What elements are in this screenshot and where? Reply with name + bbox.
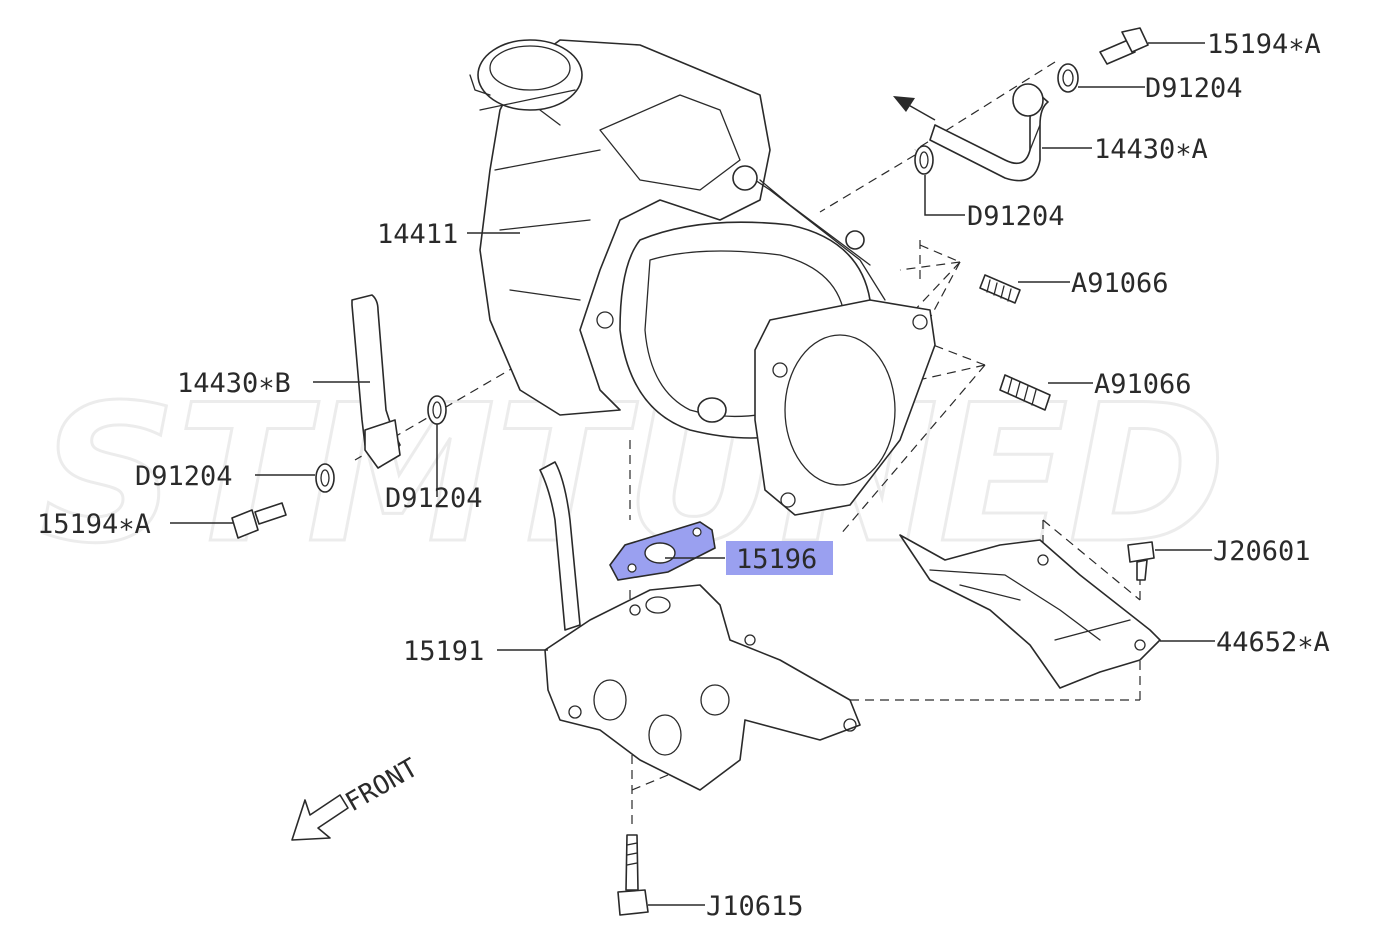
heat-shield-44652a[interactable] xyxy=(899,534,1161,689)
stud-a91066-upper[interactable] xyxy=(979,274,1021,304)
bolt-j20601[interactable] xyxy=(1127,541,1155,581)
callout-a91066-upper[interactable]: A91066 xyxy=(1071,268,1169,299)
callout-15194a-top[interactable]: 15194∗A xyxy=(1207,29,1321,60)
banjo-bolt-15194a-left[interactable] xyxy=(231,502,287,539)
callout-d91204-top[interactable]: D91204 xyxy=(1145,73,1243,104)
turbocharger-14411[interactable] xyxy=(469,39,936,516)
oil-pipe-14430a[interactable] xyxy=(929,83,1049,182)
washer-d91204-left2[interactable] xyxy=(427,395,447,425)
callout-14411[interactable]: 14411 xyxy=(377,219,458,250)
callout-j20601[interactable]: J20601 xyxy=(1213,536,1311,567)
callout-a91066-lower[interactable]: A91066 xyxy=(1094,369,1192,400)
washer-d91204-top[interactable] xyxy=(1057,63,1079,93)
callout-d91204-mid[interactable]: D91204 xyxy=(967,201,1065,232)
oil-return-15191[interactable] xyxy=(539,461,861,791)
callout-j10615[interactable]: J10615 xyxy=(706,891,804,922)
callout-d91204-left[interactable]: D91204 xyxy=(135,461,233,492)
oil-pipe-14430b[interactable] xyxy=(351,294,401,469)
washer-d91204-mid[interactable] xyxy=(914,145,934,175)
bolt-j10615[interactable] xyxy=(617,834,649,916)
leader-lines xyxy=(170,42,1215,906)
highlight-15196 xyxy=(726,541,833,575)
stud-a91066-lower[interactable] xyxy=(999,374,1051,411)
callout-44652a[interactable]: 44652∗A xyxy=(1216,627,1330,658)
front-arrow-icon xyxy=(291,794,349,841)
callout-d91204-left2[interactable]: D91204 xyxy=(385,483,483,514)
gasket-15196[interactable] xyxy=(609,521,716,581)
callout-15194a-left[interactable]: 15194∗A xyxy=(37,509,151,540)
callout-14430b[interactable]: 14430∗B xyxy=(177,368,291,399)
callout-labels: 15194∗A D91204 14430∗A D91204 14411 A910… xyxy=(37,29,1330,922)
callout-15196[interactable]: 15196 xyxy=(736,544,817,575)
callout-14430a[interactable]: 14430∗A xyxy=(1094,134,1208,165)
banjo-bolt-15194a-top[interactable] xyxy=(1099,27,1149,65)
washer-d91204-left[interactable] xyxy=(315,463,335,493)
callout-15191[interactable]: 15191 xyxy=(403,636,484,667)
direction-arrow-icon xyxy=(893,96,936,121)
front-label: FRONT xyxy=(341,753,424,818)
